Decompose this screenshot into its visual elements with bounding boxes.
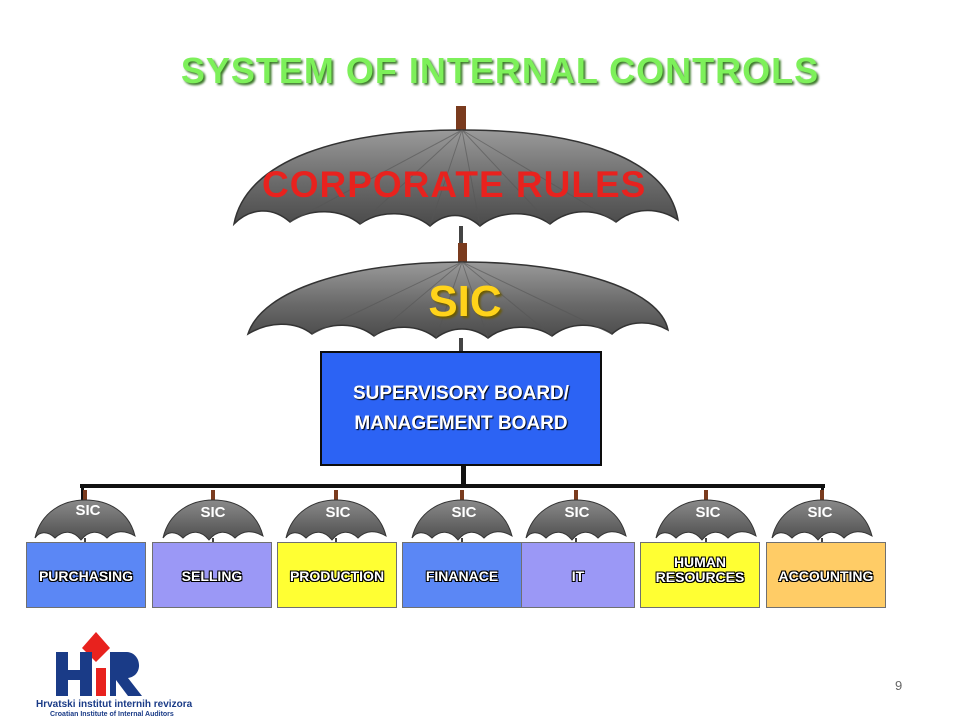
department-box-selling: SELLING — [152, 542, 272, 608]
sic-label-selling: SIC — [200, 504, 226, 521]
department-box-human-resources: HUMAN RESOURCES — [640, 542, 760, 608]
page-number: 9 — [895, 678, 903, 693]
department-label-selling: SELLING — [181, 568, 243, 584]
logo-subtitle: Croatian Institute of Internal Auditors — [50, 711, 174, 718]
sic-umbrella — [246, 243, 670, 352]
department-label-purchasing: PURCHASING — [38, 568, 134, 584]
board-line-2: MANAGEMENT BOARD — [354, 412, 568, 434]
department-box-finance: FINANACE — [402, 542, 522, 608]
corporate-rules-label: CORPORATE RULES — [262, 164, 647, 205]
sic-label-accounting: SIC — [807, 504, 833, 521]
sic-label-it: SIC — [564, 504, 590, 521]
sic-label-production: SIC — [325, 504, 351, 521]
selling-umbrella — [162, 490, 264, 544]
department-box-purchasing: PURCHASING — [26, 542, 146, 608]
accounting-umbrella — [771, 490, 873, 544]
it-umbrella — [525, 490, 627, 544]
department-label-human-resources: HUMAN RESOURCES — [655, 554, 745, 585]
department-label-finance: FINANACE — [425, 568, 499, 584]
org-connectors — [80, 466, 825, 504]
department-box-accounting: ACCOUNTING — [766, 542, 886, 608]
corporate-rules-umbrella — [232, 106, 680, 258]
department-label-production: PRODUCTION — [289, 568, 385, 584]
department-umbrellas — [34, 490, 873, 544]
page-title: SYSTEM OF INTERNAL CONTROLS — [180, 50, 820, 91]
supervisory-board-box: SUPERVISORY BOARD/ MANAGEMENT BOARD — [320, 351, 602, 466]
department-label-accounting: ACCOUNTING — [778, 568, 874, 584]
department-box-production: PRODUCTION — [277, 542, 397, 608]
finance-umbrella — [411, 490, 513, 544]
sic-label-finance: SIC — [451, 504, 477, 521]
human-resources-umbrella — [655, 490, 757, 544]
logo-name: Hrvatski institut internih revizora — [36, 699, 193, 710]
purchasing-umbrella — [34, 490, 136, 544]
board-line-1: SUPERVISORY BOARD/ — [352, 382, 570, 404]
sic-label-purchasing: SIC — [75, 502, 101, 519]
hiir-logo-icon — [56, 632, 142, 696]
sic-main-label: SIC — [428, 277, 502, 326]
department-box-it: IT — [521, 542, 635, 608]
department-label-it: IT — [571, 568, 585, 584]
production-umbrella — [285, 490, 387, 544]
sic-label-human-resources: SIC — [695, 504, 721, 521]
